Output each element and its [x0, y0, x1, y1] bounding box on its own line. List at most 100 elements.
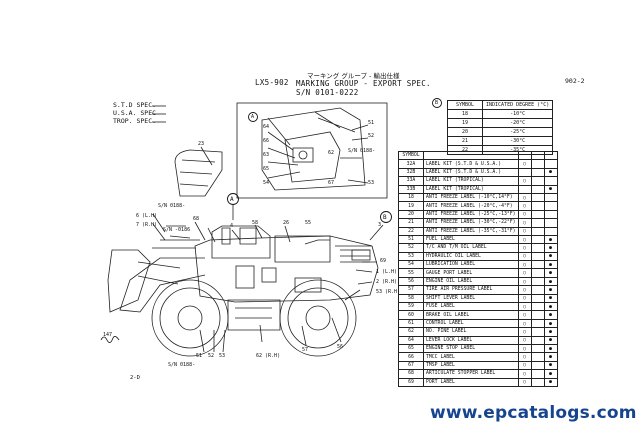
part-col2 [530, 293, 545, 304]
part-col2 [530, 276, 545, 287]
rear-wheel [279, 279, 357, 357]
part-symbol: 21 [398, 218, 424, 228]
part-col1: ○ [517, 243, 532, 253]
part-col2 [530, 251, 545, 262]
part-col1: ○ [517, 209, 532, 220]
parts-header-col3 [543, 150, 558, 161]
degree-symbol: 20 [447, 127, 483, 137]
part-col3 [543, 209, 558, 220]
part-col3 [543, 159, 558, 169]
degree-symbol: 19 [447, 118, 483, 128]
part-col2 [530, 343, 545, 354]
callout-sn-0188-b: S/N 0188- [168, 362, 196, 368]
part-symbol: 33A [398, 176, 424, 186]
part-col3: ● [543, 327, 558, 337]
callout-a: A [230, 196, 234, 203]
part-col3: ● [543, 343, 558, 354]
part-col3: ● [543, 167, 558, 178]
degree-table: SYMBOL INDICATED DEGREE (°C) 18-10°C 19-… [447, 100, 554, 155]
part-symbol: 32A [398, 159, 424, 169]
part-name: BRAKE OIL LABEL [423, 310, 519, 320]
part-col1: ○ [517, 268, 532, 278]
part-col1: ○ [517, 285, 532, 295]
part-name: SHIFT LEVER LABEL [423, 293, 519, 304]
part-col1: ○ [517, 327, 532, 337]
degree-value: -25°C [481, 127, 554, 137]
part-col3: ● [543, 260, 558, 270]
part-name: LABEL KIT (TROPICAL) [423, 176, 519, 186]
callout-53b: 53 [219, 353, 226, 359]
part-col3: ● [543, 360, 558, 371]
part-symbol: 32B [398, 167, 424, 178]
inset-67: 67 [328, 180, 335, 186]
callout-26: 26 [283, 220, 290, 226]
part-symbol: 54 [398, 260, 424, 270]
part-col2 [530, 159, 545, 169]
part-name: LABEL KIT (S.T.D & U.S.A.) [423, 167, 519, 178]
part-col3: ● [543, 243, 558, 253]
spec-note-std: S.T.D SPEC. [113, 101, 157, 109]
part-col3: ● [543, 318, 558, 329]
part-symbol: 53 [398, 251, 424, 262]
part-col3 [543, 201, 558, 211]
part-col1: ○ [517, 159, 532, 169]
part-col2 [530, 218, 545, 228]
part-name: ANTI FREEZE LABEL (-20°C,-4°F) [423, 201, 519, 211]
degree-symbol: 21 [447, 136, 483, 146]
table-b-label: B [435, 100, 439, 106]
part-name: FUSE LABEL [423, 302, 519, 312]
part-col3: ● [543, 268, 558, 278]
serial-range: S/N 0101-0222 [296, 88, 359, 97]
callout-69: 69 [380, 258, 387, 264]
callout-sn-0186: S/N -0186 [163, 227, 191, 233]
part-col3 [543, 218, 558, 228]
part-col1: ○ [517, 201, 532, 211]
part-symbol: 65 [398, 343, 424, 354]
part-symbol: 69 [398, 377, 424, 387]
part-col3 [543, 226, 558, 236]
spec-note-usa: U.S.A. SPEC [113, 109, 157, 117]
part-col2 [530, 360, 545, 371]
part-col3: ● [543, 352, 558, 362]
part-col2 [530, 377, 545, 387]
callout-53: 53 (R.H) [376, 289, 401, 295]
part-col2 [530, 192, 545, 203]
part-symbol: 58 [398, 293, 424, 304]
part-symbol: 66 [398, 352, 424, 362]
table-row: 19-20°C [447, 118, 554, 128]
part-col3: ● [543, 184, 558, 194]
inset-sn: S/N 0188- [348, 148, 376, 154]
parts-table-header: SYMBOL [398, 150, 558, 161]
degree-header-value: INDICATED DEGREE (°C) [481, 100, 554, 110]
part-col2 [530, 226, 545, 236]
model-code: LX5-902 [255, 78, 289, 87]
part-col1: ○ [517, 176, 532, 186]
part-name: GAUGE PORT LABEL [423, 268, 519, 278]
inset-63: 63 [263, 152, 270, 158]
callout-b: B [383, 214, 387, 221]
part-col2 [530, 327, 545, 337]
part-col3: ● [543, 285, 558, 295]
part-col1: ○ [517, 226, 532, 236]
degree-table-header: SYMBOL INDICATED DEGREE (°C) [447, 100, 554, 110]
part-name: LABEL KIT (S.T.D & U.S.A.) [423, 159, 519, 169]
degree-symbol: 18 [447, 109, 483, 119]
part-col3: ● [543, 251, 558, 262]
part-name: T/C AND T/M OIL LABEL [423, 243, 519, 253]
parts-header-name [423, 150, 519, 161]
part-col1 [517, 184, 532, 194]
part-col2 [530, 369, 545, 379]
inset-65: 65 [263, 166, 270, 172]
part-symbol: 57 [398, 285, 424, 295]
